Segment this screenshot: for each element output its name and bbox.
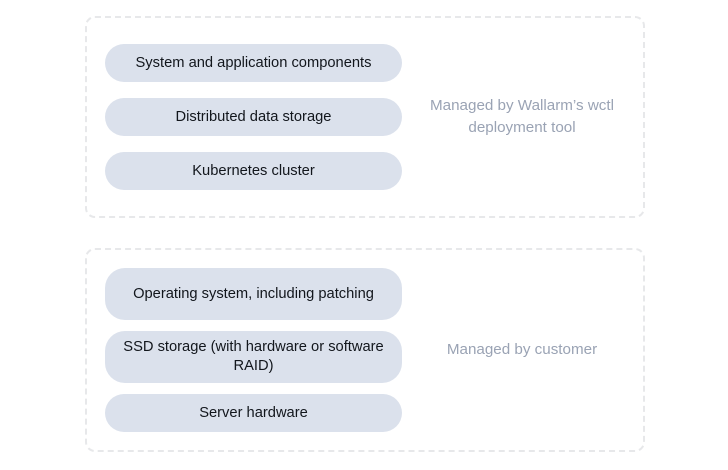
layer-pill: SSD storage (with hardware or software R… (105, 331, 402, 383)
layer-pill-label: SSD storage (with hardware or software R… (123, 339, 384, 374)
layer-pill-label: Operating system, including patching (133, 285, 374, 302)
layer-pill-label: Server hardware (199, 404, 308, 421)
owner-caption-customer-managed: Managed by customer (417, 250, 627, 450)
owner-caption-text: Managed by Wallarm’s wctl deployment too… (430, 97, 614, 136)
owner-caption-wallarm-managed: Managed by Wallarm’s wctl deployment too… (417, 18, 627, 216)
layer-pill: Server hardware (105, 394, 402, 432)
owner-caption-text: Managed by customer (446, 341, 598, 358)
layer-pill: Kubernetes cluster (105, 152, 402, 190)
group-customer-managed: Operating system, including patching SSD… (85, 248, 645, 452)
layer-pill-label: System and application components (135, 54, 372, 71)
pill-stack-wallarm-managed: System and application components Distri… (105, 18, 402, 216)
layer-pill: System and application components (105, 44, 402, 82)
pill-stack-customer-managed: Operating system, including patching SSD… (105, 250, 402, 450)
layer-pill-label: Kubernetes cluster (192, 162, 315, 179)
layer-pill: Distributed data storage (105, 98, 402, 136)
layer-pill-label: Distributed data storage (175, 108, 332, 125)
group-wallarm-managed: System and application components Distri… (85, 16, 645, 218)
layer-pill: Operating system, including patching (105, 268, 402, 320)
